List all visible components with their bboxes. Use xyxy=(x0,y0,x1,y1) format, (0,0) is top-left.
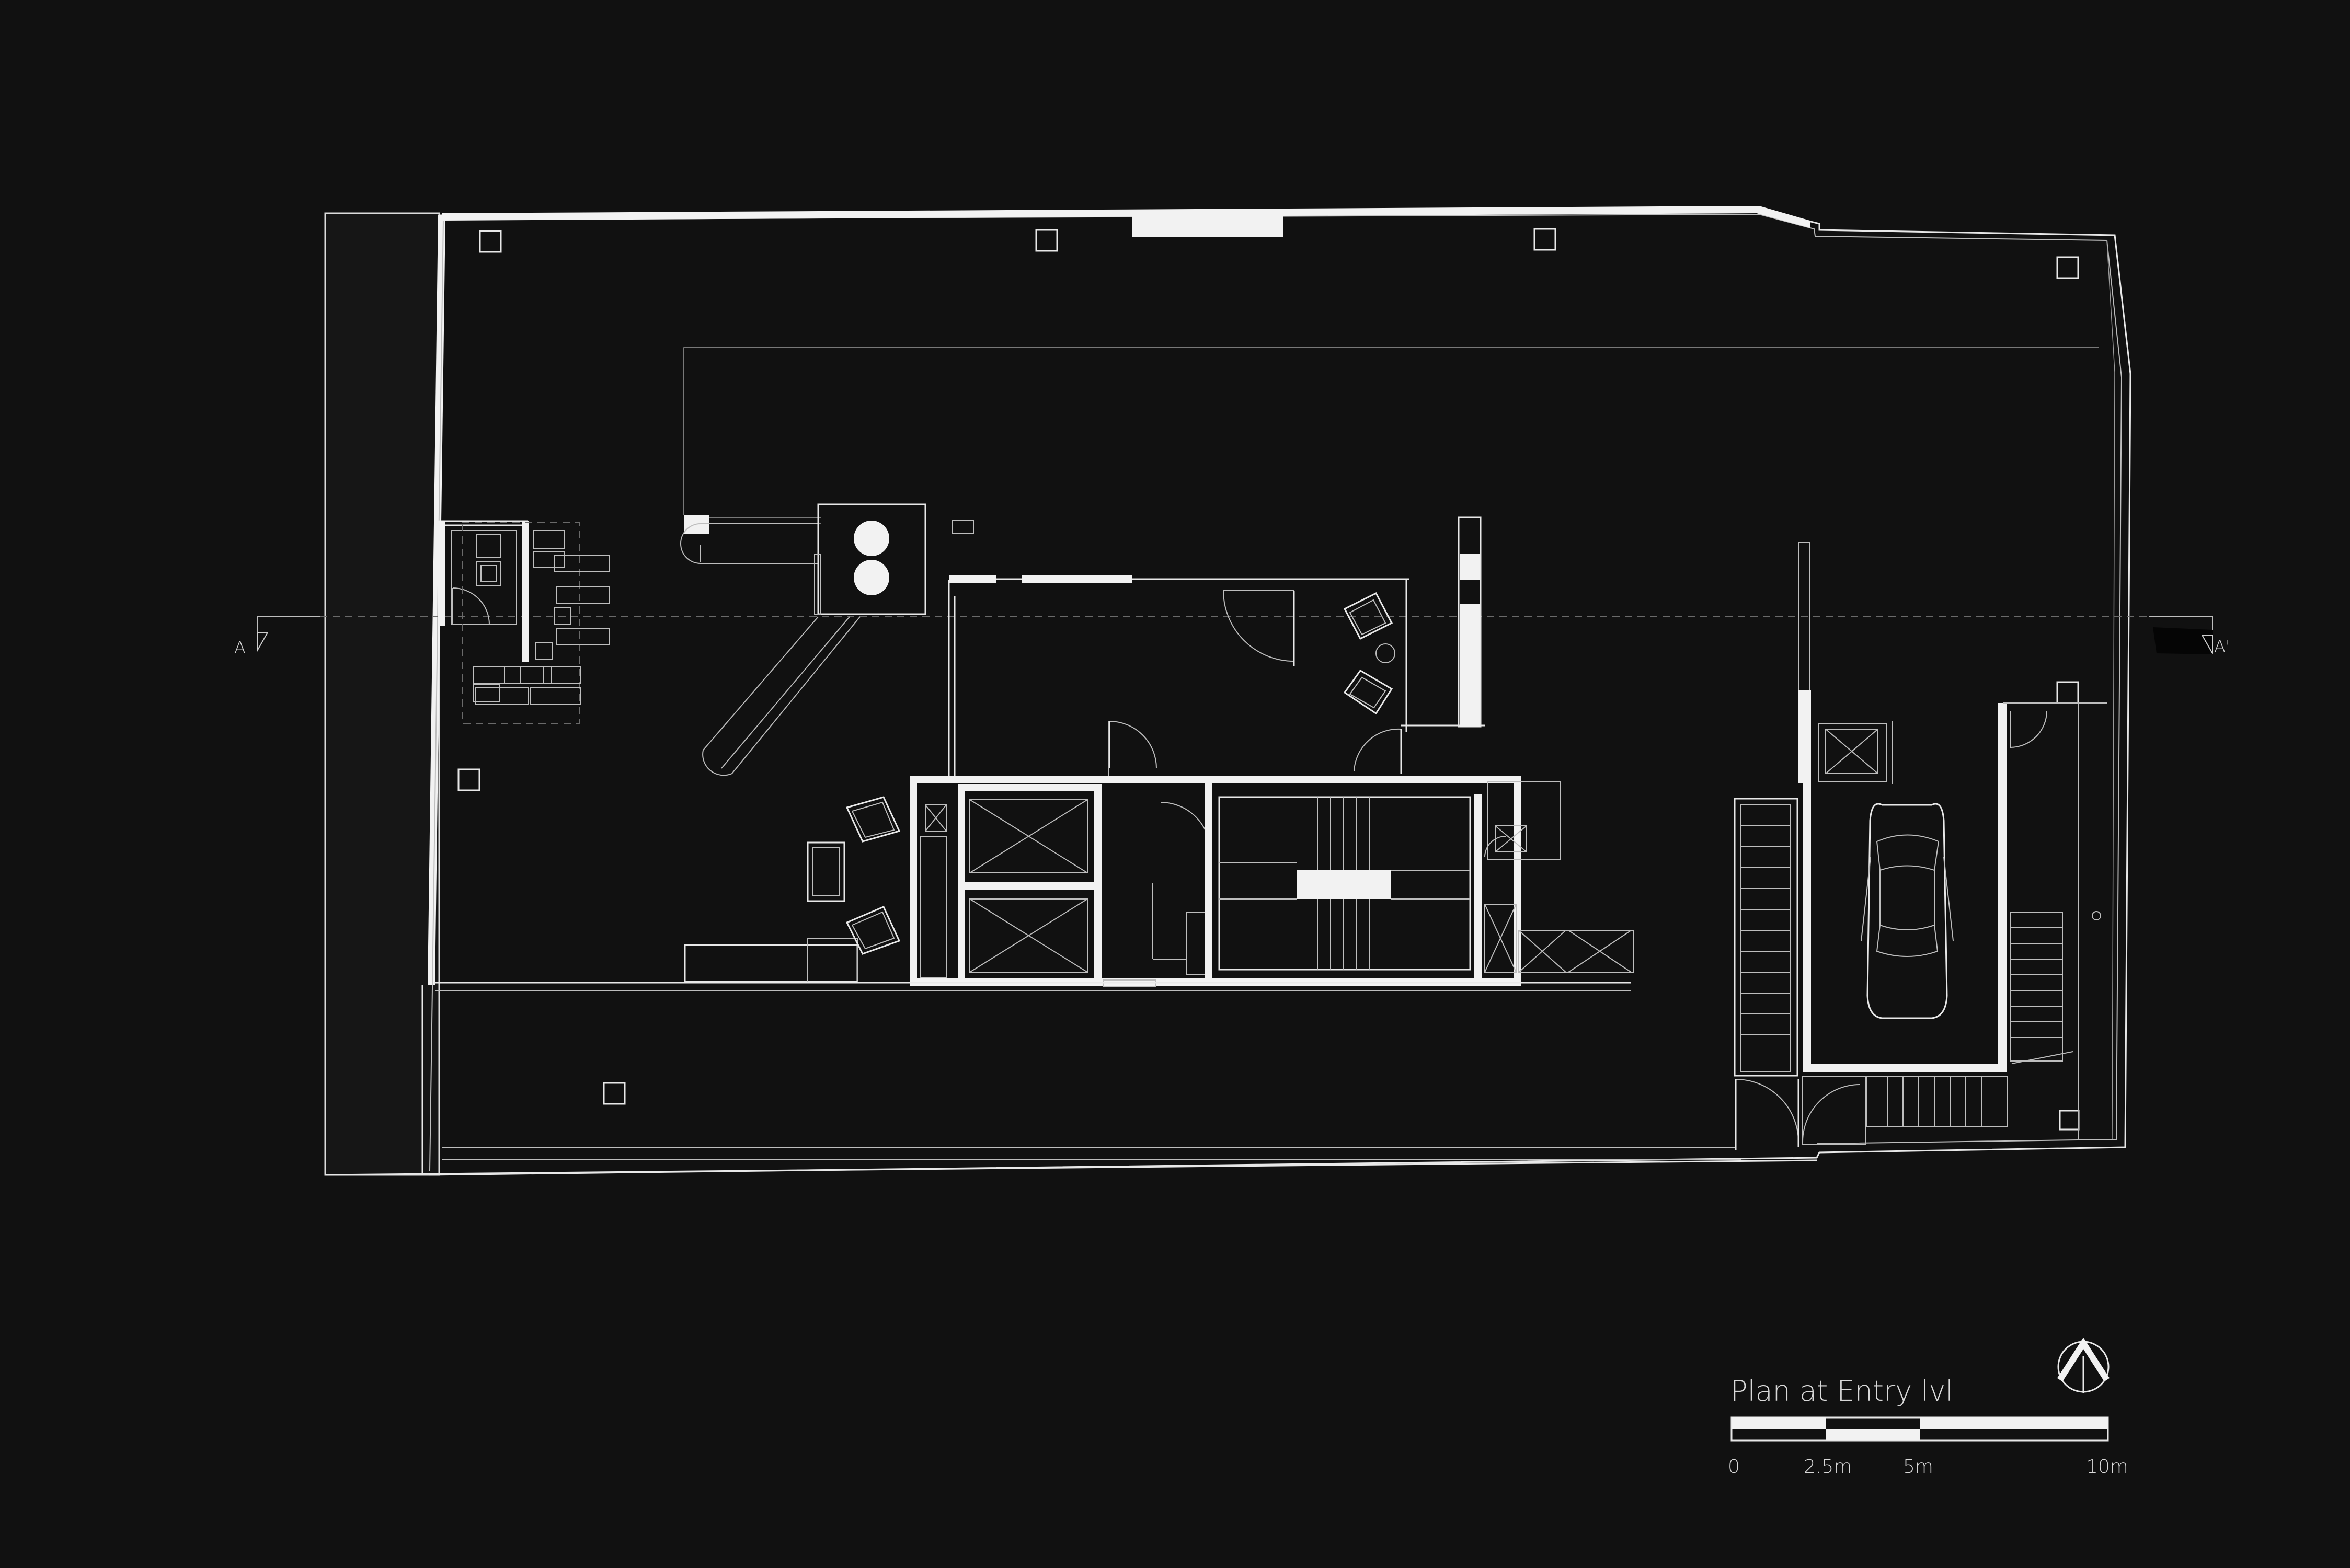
car-icon xyxy=(1861,803,1954,1019)
site-boundary xyxy=(324,206,2131,1176)
reception-seating xyxy=(684,796,901,983)
ramp xyxy=(680,523,861,776)
parking-area xyxy=(1734,702,2107,1150)
scale-label-10m: 10m xyxy=(2086,1456,2128,1478)
canopy-outline xyxy=(683,347,2099,534)
toilet-block xyxy=(438,520,610,724)
section-line xyxy=(257,616,2213,655)
section-mark-left: A xyxy=(234,638,246,658)
walls-misc xyxy=(1458,516,1811,783)
core-block xyxy=(910,721,1634,991)
structural-columns xyxy=(457,228,2080,1131)
scale-label-5m: 5m xyxy=(1903,1456,1933,1478)
ac-unit xyxy=(814,503,974,615)
section-mark-right: A' xyxy=(2214,637,2230,656)
scale-label-2-5m: 2.5m xyxy=(1804,1456,1852,1478)
scale-label-0: 0 xyxy=(1728,1456,1740,1478)
scale-bar xyxy=(1730,1416,2109,1442)
lobby-room xyxy=(948,575,1485,779)
terrace-edge xyxy=(434,982,1741,1160)
north-arrow-icon xyxy=(2057,1337,2110,1393)
plan-title: Plan at Entry lvl xyxy=(1730,1375,1953,1408)
